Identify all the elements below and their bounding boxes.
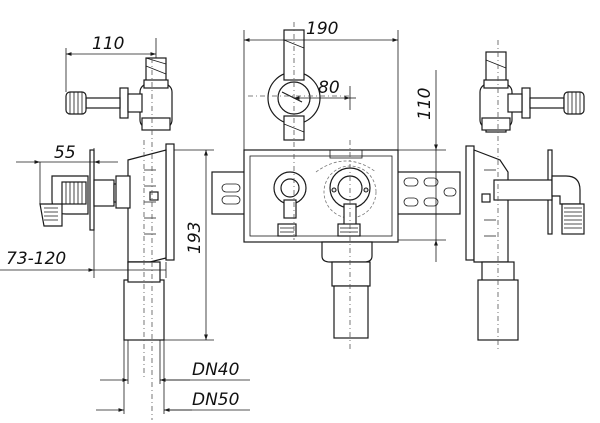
left-angle-valve: [65, 79, 173, 131]
front-drain-pipe: [321, 140, 373, 350]
label-110-right: 110: [415, 88, 435, 120]
dim-dn50: DN50: [96, 340, 250, 414]
dim-193: 193: [164, 149, 214, 341]
label-dn50: DN50: [192, 390, 239, 410]
label-193: 193: [185, 222, 205, 254]
dim-110-top: 110: [65, 34, 157, 92]
front-view: [211, 22, 461, 350]
label-190: 190: [306, 19, 338, 39]
dim-73-120: 73-120: [0, 230, 167, 278]
right-hose-connector: [493, 175, 585, 235]
label-55: 55: [54, 143, 76, 163]
left-drain-pipe: [123, 58, 165, 420]
right-side-view: [465, 40, 585, 350]
dim-55: 55: [16, 143, 118, 204]
left-hose-connector: [39, 175, 131, 227]
small-outlet: [273, 171, 307, 237]
dim-190: 190: [243, 19, 399, 150]
right-drain-pipe: [477, 40, 519, 350]
label-110-top: 110: [92, 34, 124, 54]
left-wall-plate: [89, 143, 175, 281]
label-dn40: DN40: [192, 360, 239, 380]
label-73-120: 73-120: [6, 249, 66, 269]
label-80: 80: [318, 78, 340, 98]
siphon-housing: [243, 149, 399, 243]
dim-110-right: 110: [300, 70, 446, 262]
left-side-view: [39, 57, 175, 420]
dim-dn40: DN40: [100, 340, 250, 384]
right-wall-plate: [465, 145, 553, 263]
main-outlet: [323, 165, 377, 237]
right-angle-valve: [479, 79, 585, 131]
dim-80: 80: [294, 78, 356, 110]
